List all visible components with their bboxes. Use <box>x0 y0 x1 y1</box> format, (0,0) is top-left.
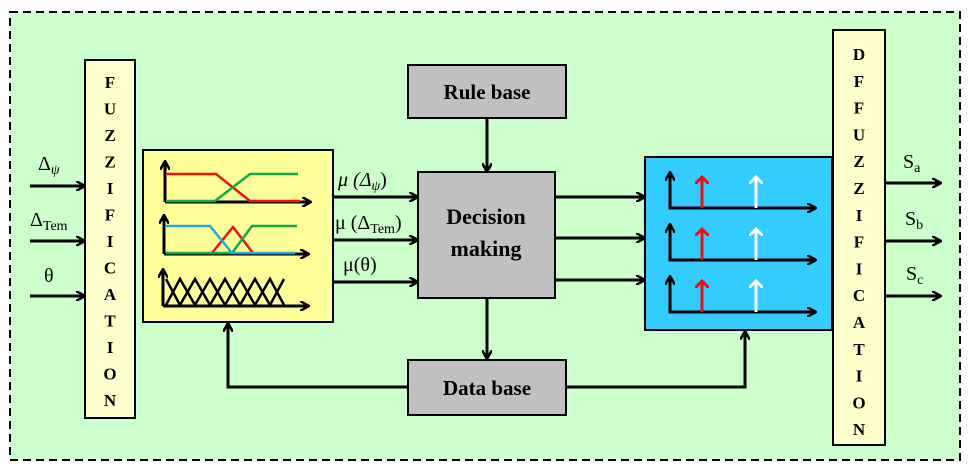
letter: C <box>853 286 865 305</box>
letter: O <box>852 393 865 412</box>
letter: F <box>854 99 864 118</box>
letter: T <box>853 340 865 359</box>
decision-making-box <box>417 171 556 299</box>
data-base-label: Data base <box>443 376 531 400</box>
letter: I <box>107 179 114 198</box>
data-to-mf-arrow <box>228 324 408 389</box>
letter: F <box>105 73 115 92</box>
rule-base-label: Rule base <box>444 80 531 104</box>
fuzzified-arrows <box>333 197 417 282</box>
letter: A <box>853 313 866 332</box>
letter: F <box>854 233 864 252</box>
letter: I <box>856 367 863 386</box>
output-arrows <box>885 183 940 296</box>
input-arrows <box>30 186 84 296</box>
fuzzification-box <box>84 59 136 419</box>
letter: A <box>104 285 117 304</box>
mf-curves-psi <box>166 172 300 203</box>
output-singletons <box>670 173 815 312</box>
letter: I <box>107 232 114 251</box>
letter: N <box>104 391 117 410</box>
letter: T <box>104 312 116 331</box>
input-delta-psi: Δψ <box>38 153 60 178</box>
output-sb: Sb <box>905 208 923 233</box>
letter: I <box>107 338 114 357</box>
letter: D <box>853 45 865 64</box>
mf-curves-tem <box>166 224 297 255</box>
mu-delta-psi: μ (Δψ) <box>337 169 387 194</box>
letter: Z <box>853 179 864 198</box>
letter: U <box>104 100 116 119</box>
mu-delta-tem: μ (ΔTem) <box>335 212 402 237</box>
letter: C <box>104 259 116 278</box>
input-theta: θ <box>44 265 54 287</box>
letter: F <box>105 206 115 225</box>
decision-output-arrows <box>555 197 644 280</box>
output-sa: Sa <box>903 151 921 176</box>
rule-base-box <box>407 64 567 119</box>
letter: O <box>103 365 116 384</box>
letter: F <box>854 72 864 91</box>
mf-curves-theta <box>164 276 286 308</box>
decision-label-line1: Decision <box>446 204 525 229</box>
letter: Z <box>104 126 115 145</box>
letter: I <box>856 206 863 225</box>
data-to-output-arrow <box>566 332 745 389</box>
output-sc: Sc <box>906 263 923 288</box>
decision-label-line2: making <box>451 236 522 261</box>
aggregation-box <box>644 156 833 331</box>
input-delta-tem: ΔTem <box>30 209 68 234</box>
letter: N <box>853 420 866 439</box>
letter: Z <box>104 153 115 172</box>
mu-theta: μ(θ) <box>343 254 377 276</box>
letter: I <box>856 259 863 278</box>
letter: Z <box>853 152 864 171</box>
defuzzification-box <box>832 29 886 446</box>
data-base-box <box>407 359 567 416</box>
letter: U <box>853 125 865 144</box>
